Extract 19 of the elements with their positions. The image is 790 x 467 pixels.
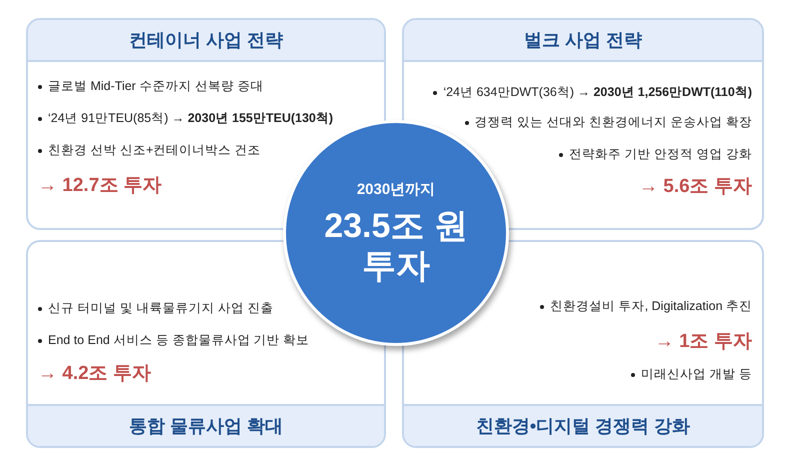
circle-subtitle: 2030년까지 xyxy=(356,180,436,200)
bullet-text: ‘24년 634만DWT(36척) → 2030년 1,256만DWT(110척) xyxy=(433,84,752,101)
bullet-text: 전략화주 기반 안정적 영업 강화 xyxy=(559,146,752,163)
card-title: 통합 물류사업 확대 xyxy=(128,415,283,438)
total-amount: 23.5조 원 투자 xyxy=(323,207,469,286)
bullet-text: 신규 터미널 및 내륙물류기지 사업 진출 xyxy=(38,300,274,317)
card-title: 벌크 사업 전략 xyxy=(524,29,642,52)
investment-amount: → 4.2조 투자 xyxy=(38,362,151,386)
bullet-text: 미래신사업 개발 등 xyxy=(631,366,752,383)
investment-amount: → 5.6조 투자 xyxy=(639,175,752,199)
bullet-text: 친환경설비 투자, Digitalization 추진 xyxy=(540,298,752,315)
card-title: 컨테이너 사업 전략 xyxy=(128,29,283,52)
investment-amount: → 1조 투자 xyxy=(654,330,752,354)
bullet-text: ‘24년 91만TEU(85척) → 2030년 155만TEU(130척) xyxy=(38,110,334,127)
bullet-text: 글로벌 Mid-Tier 수준까지 선복량 증대 xyxy=(38,78,264,95)
bullet-text: 경쟁력 있는 선대와 친환경에너지 운송사업 확장 xyxy=(464,114,752,131)
card-title: 친환경•디지털 경쟁력 강화 xyxy=(476,415,690,438)
investment-amount: → 12.7조 투자 xyxy=(38,174,162,198)
bullet-text: 친환경 선박 신조+컨테이너박스 건조 xyxy=(38,142,261,159)
